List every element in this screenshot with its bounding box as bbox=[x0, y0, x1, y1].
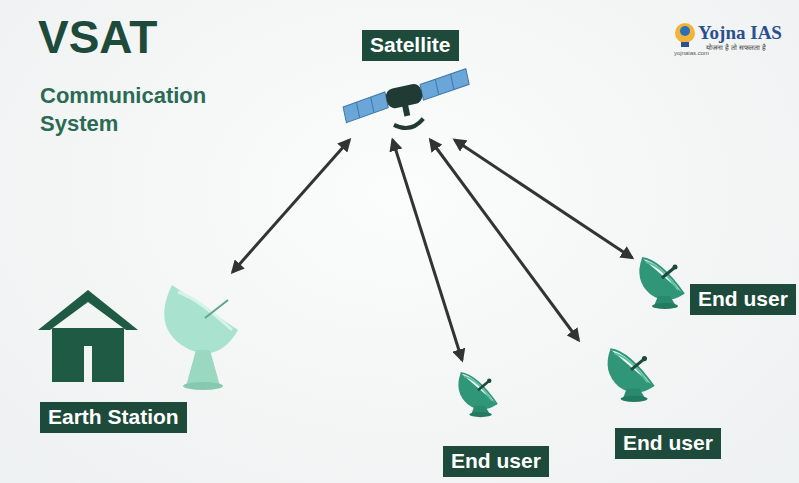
node-label: Earth Station bbox=[40, 402, 187, 433]
earth-station-node: Earth Station bbox=[38, 272, 245, 437]
logo-base bbox=[681, 42, 689, 47]
link-arrow bbox=[233, 140, 350, 272]
logo-url: yojnaias.com bbox=[674, 50, 709, 56]
logo-head bbox=[680, 26, 690, 36]
dish-icon bbox=[608, 349, 654, 402]
link-arrow bbox=[455, 140, 632, 258]
dish-icon bbox=[458, 373, 497, 417]
dish-icon bbox=[639, 258, 684, 309]
node-label: End user bbox=[615, 428, 721, 459]
title: VSAT bbox=[38, 10, 157, 64]
subtitle: Communication System bbox=[40, 82, 220, 138]
earth-dish-icon bbox=[164, 285, 238, 390]
node-label: End user bbox=[443, 446, 549, 477]
logo-bulb bbox=[675, 23, 695, 43]
satellite-icon bbox=[341, 69, 476, 141]
node-label: Satellite bbox=[362, 30, 459, 61]
end-user-node: End user bbox=[440, 360, 556, 478]
house-icon bbox=[38, 290, 138, 382]
link-arrow bbox=[430, 140, 578, 340]
satellite-node: Satellite bbox=[340, 28, 475, 140]
end-user-node: End user bbox=[560, 340, 728, 460]
end-user-node: End user bbox=[632, 245, 797, 320]
node-label: End user bbox=[690, 284, 796, 315]
logo-text: Yojna IAS bbox=[698, 22, 782, 44]
link-arrow bbox=[393, 140, 462, 360]
logo-tagline: योजना है तो सफलता है bbox=[706, 43, 766, 52]
